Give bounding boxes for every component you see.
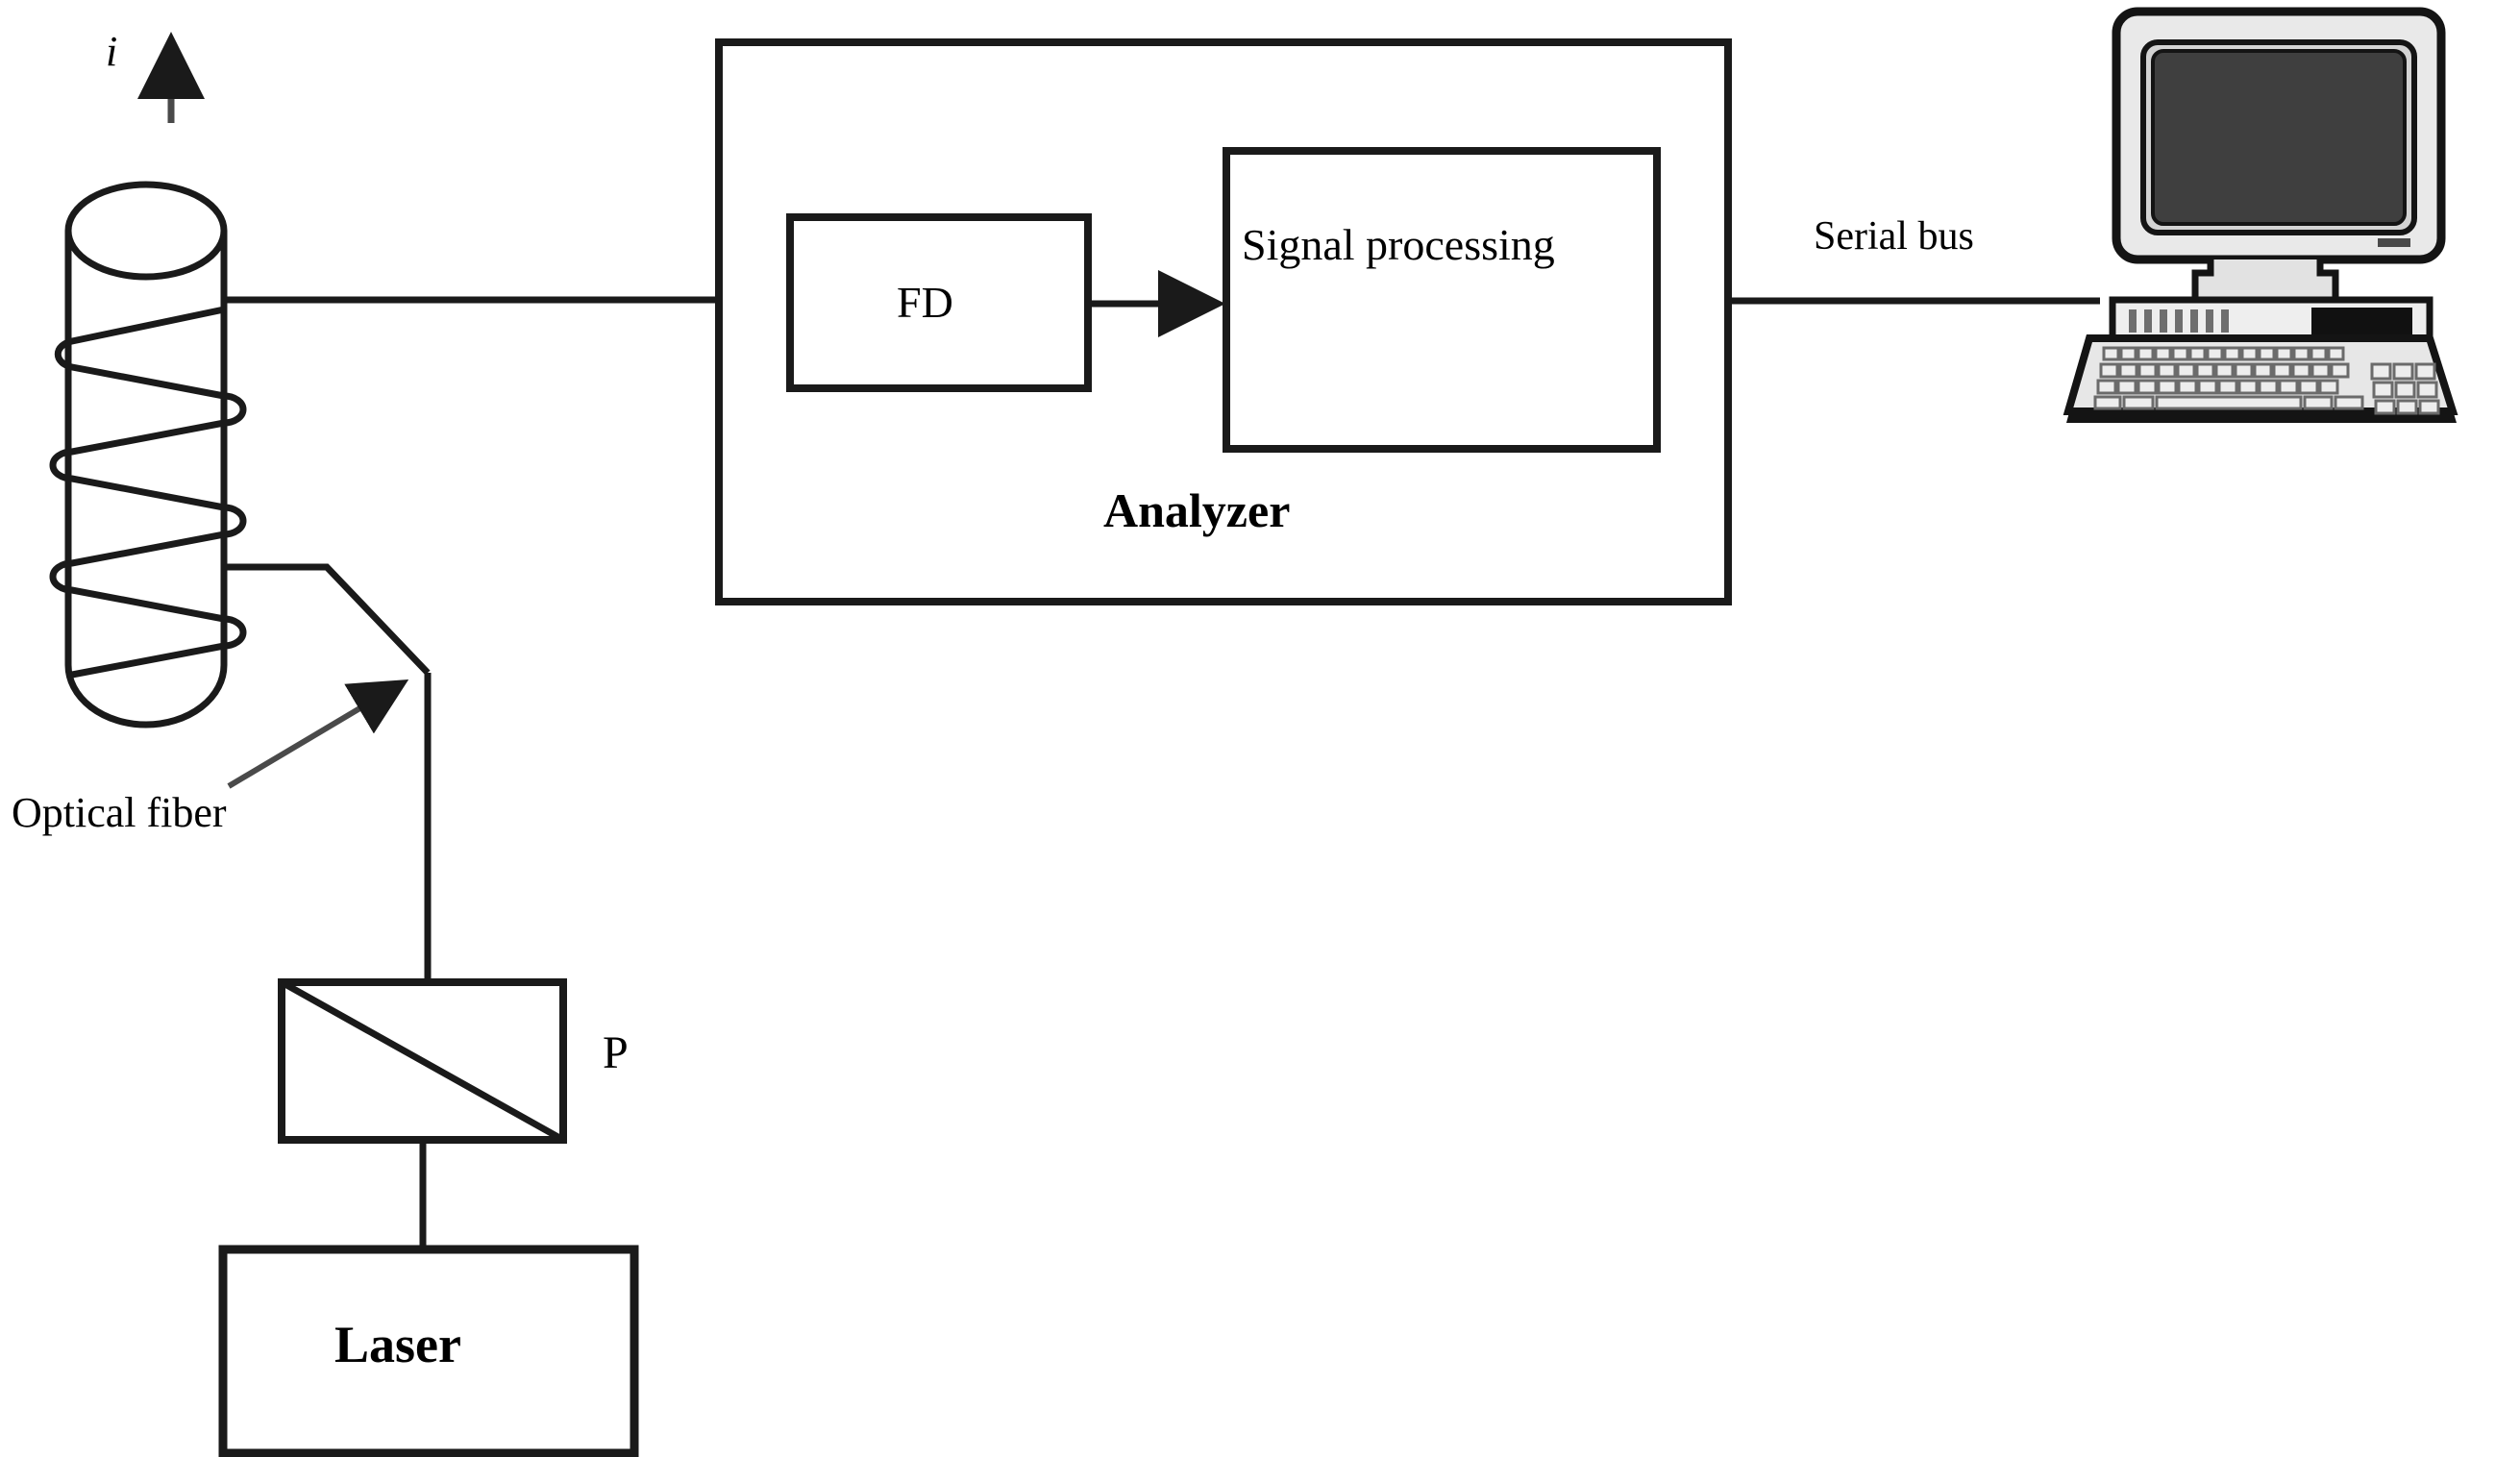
keyboard-icon [2063,334,2458,423]
monitor-stand [2191,259,2339,304]
fd-box [786,213,1092,392]
callout-arrow-icon [227,679,409,789]
polarizer-box [278,978,567,1144]
serial-bus-label: Serial bus [1814,214,1974,259]
laser-label: Laser [334,1316,461,1373]
current-label: i [106,28,118,75]
system-unit-vents [2129,309,2229,333]
system-unit [2109,296,2434,344]
polarizer-diagonal-icon [280,978,565,1144]
optical-fiber-label: Optical fiber [12,789,227,836]
signal-processing-box [1223,147,1661,453]
fiber-coil-icon [49,306,247,679]
desktop-computer-icon [2063,7,2458,423]
monitor-screen [2151,49,2407,226]
polarizer-label: P [603,1027,629,1078]
conductor-cylinder-icon [64,181,228,728]
analyzer-label: Analyzer [1103,483,1291,537]
floppy-drive-slot [2311,308,2412,334]
crt-monitor-icon [2112,7,2446,264]
monitor-power-led [2378,238,2410,247]
signal-processing-label: Signal processing [1242,220,1555,269]
keyboard-numpad [2370,362,2440,415]
fd-label: FD [897,278,953,327]
laser-box [218,1245,639,1457]
optical-fiber-path [224,563,432,982]
keyboard-main-keys [2093,346,2364,410]
